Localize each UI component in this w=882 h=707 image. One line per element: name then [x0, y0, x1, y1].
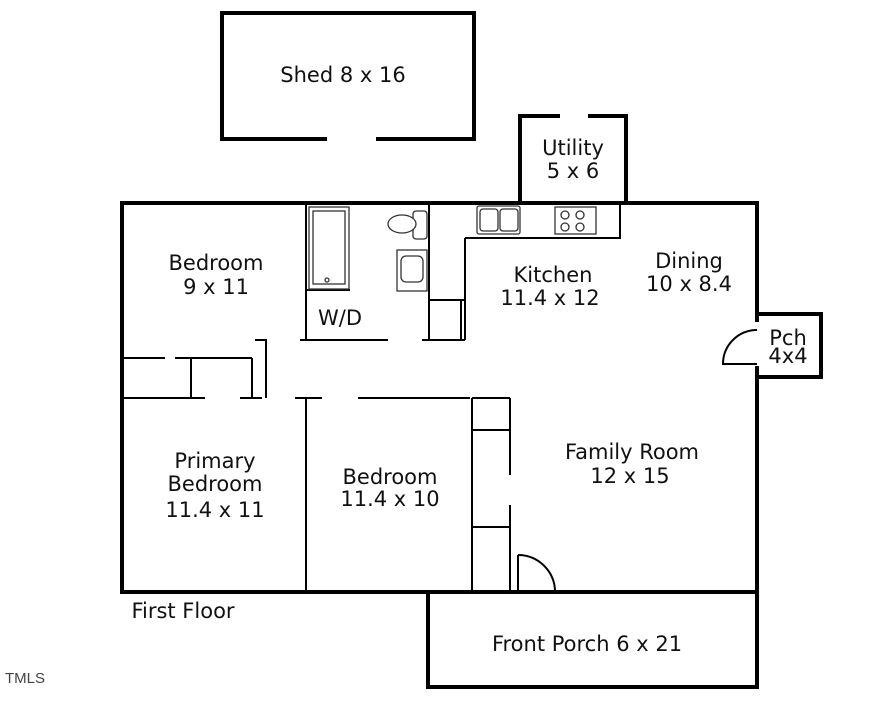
kitchen-sink-icon [476, 205, 521, 235]
toilet-icon [387, 210, 428, 240]
side-porch-label: Pch [769, 326, 807, 350]
bathroom-sink-icon [396, 249, 428, 292]
kitchen-size: 11.4 x 12 [500, 286, 599, 310]
primary-bedroom-label: Primary [174, 449, 255, 473]
dining-label: Dining [655, 249, 723, 273]
family-room-label: Family Room [565, 440, 699, 464]
front-door-swing [517, 554, 556, 593]
side-door-swing [721, 329, 758, 365]
side-porch-size: 4x4 [768, 344, 807, 368]
shed-label: Shed 8 x 16 [280, 63, 405, 87]
front-porch [426, 554, 759, 689]
interior-walls [122, 203, 621, 592]
family-room-size: 12 x 15 [590, 464, 669, 488]
watermark: TMLS [5, 670, 45, 687]
floor-label: First Floor [131, 599, 234, 623]
side-porch [721, 312, 823, 379]
utility-label: Utility [542, 136, 604, 160]
dining-size: 10 x 8.4 [646, 272, 732, 296]
utility-size: 5 x 6 [547, 159, 600, 183]
bedroom-mid-label: Bedroom [343, 465, 438, 489]
shed [220, 11, 476, 141]
bedroom-top-size: 9 x 11 [183, 275, 249, 299]
kitchen-label: Kitchen [514, 263, 593, 287]
utility-room [518, 114, 628, 204]
primary-bedroom-size: 11.4 x 11 [165, 498, 264, 522]
bathtub-icon [308, 206, 350, 290]
bedroom-top-label: Bedroom [169, 251, 264, 275]
laundry-label: W/D [318, 306, 362, 330]
front-porch-label: Front Porch 6 x 21 [492, 632, 682, 656]
stove-icon [554, 206, 597, 235]
bedroom-mid-size: 11.4 x 10 [340, 487, 439, 511]
primary-bedroom-label-2: Bedroom [168, 472, 263, 496]
